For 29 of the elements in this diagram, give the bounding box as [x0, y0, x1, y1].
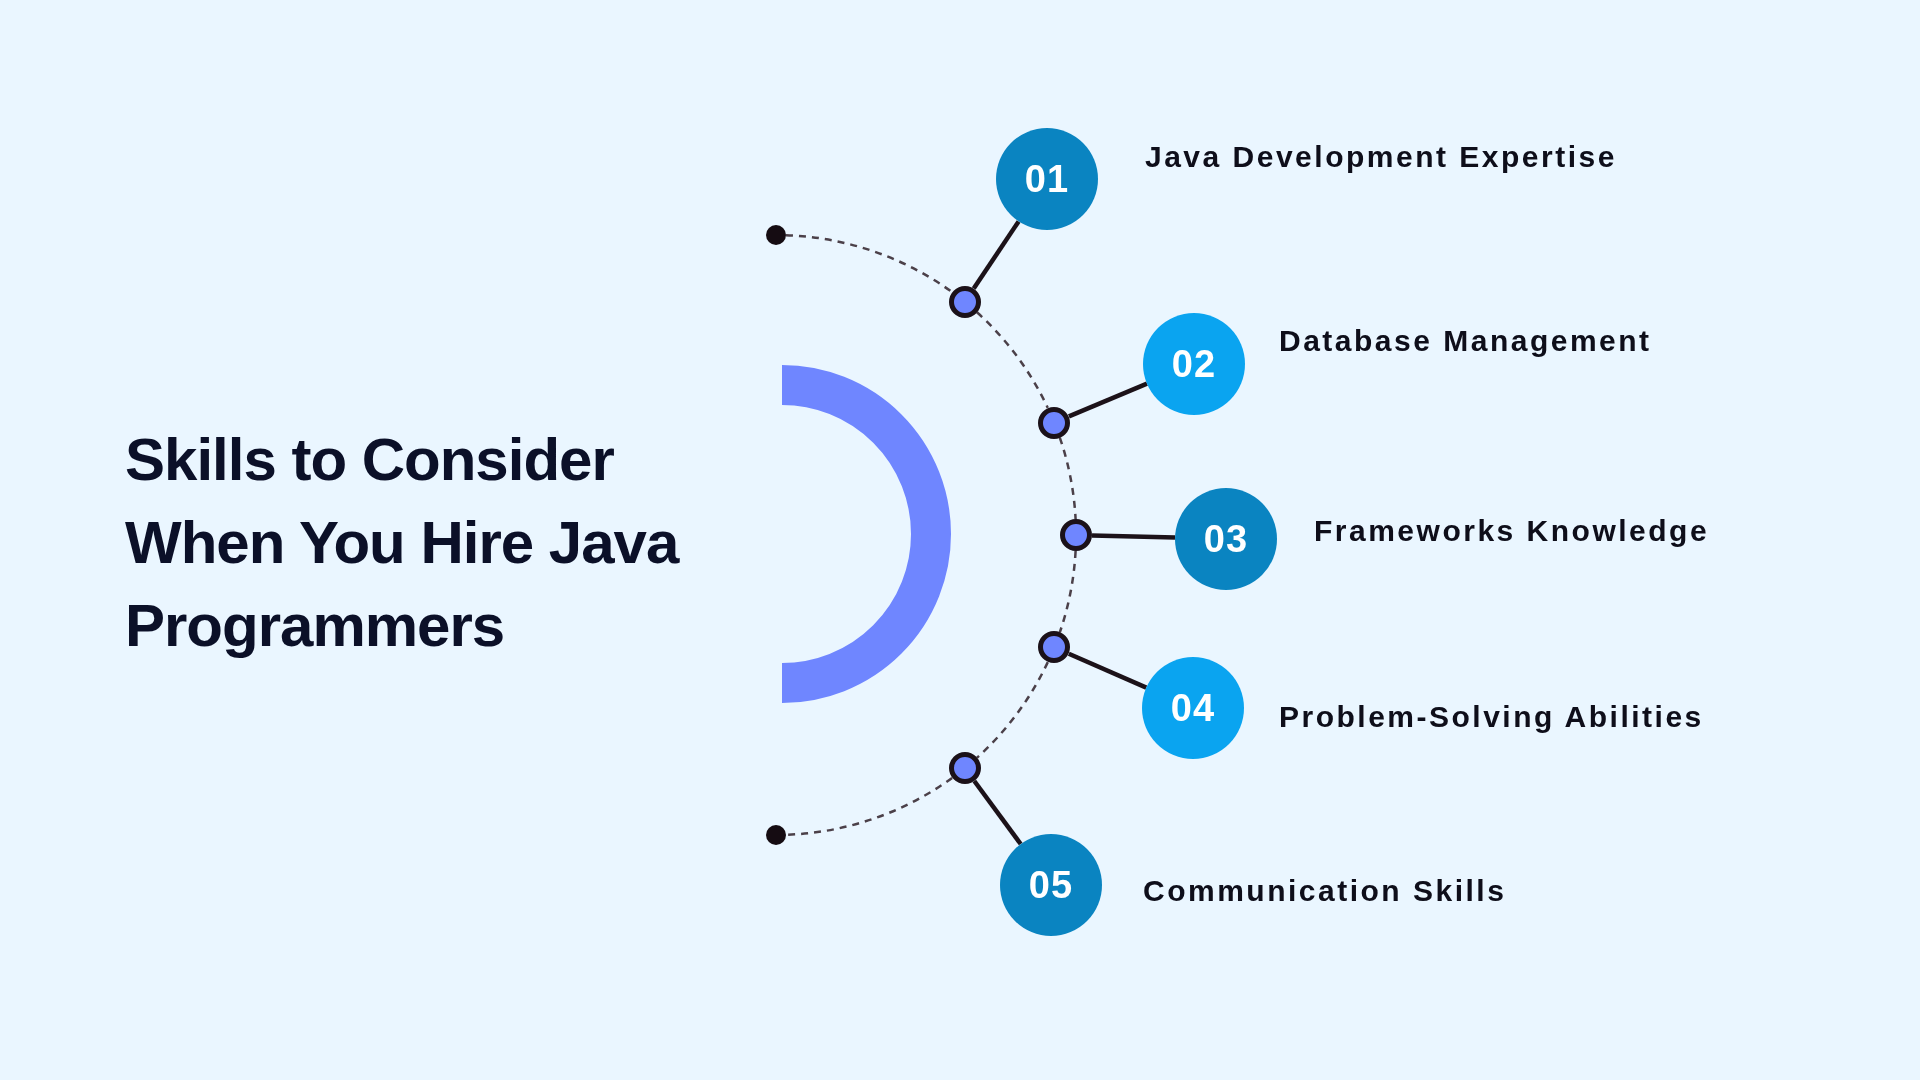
dashed-arc-segment [976, 661, 1049, 759]
dashed-arc-segment [976, 311, 1049, 409]
step-number: 02 [1171, 345, 1217, 383]
skill-label: Database Management [1279, 323, 1652, 359]
connector-line [1067, 651, 1148, 690]
step-number: 04 [1170, 689, 1216, 727]
dashed-arc-segment [1058, 437, 1077, 520]
step-number: 03 [1203, 520, 1249, 558]
step-number: 05 [1028, 866, 1074, 904]
connector-line [1068, 381, 1148, 419]
connector-line [1091, 533, 1176, 540]
dashed-arc-segment [785, 233, 953, 294]
skill-label: Communication Skills [1143, 873, 1507, 909]
dashed-arc-segment [1058, 550, 1077, 633]
skill-label: Frameworks Knowledge [1314, 513, 1710, 549]
ring-dot-icon [1060, 519, 1092, 551]
skill-label: Problem-Solving Abilities [1279, 699, 1704, 735]
ring-dot-icon [948, 752, 981, 785]
dot-icon [766, 825, 786, 845]
skill-label: Java Development Expertise [1145, 139, 1617, 175]
dashed-arc-segment [785, 776, 953, 837]
ring-dot-icon [1038, 631, 1071, 664]
connector-line [972, 779, 1023, 846]
title-heading: Skills to Consider When You Hire Java Programmers [125, 425, 681, 661]
ring-dot-icon [1038, 406, 1071, 439]
ring-dot-icon [948, 285, 981, 318]
connector-line [971, 220, 1021, 290]
dot-icon [766, 225, 786, 245]
step-number: 01 [1024, 160, 1070, 198]
